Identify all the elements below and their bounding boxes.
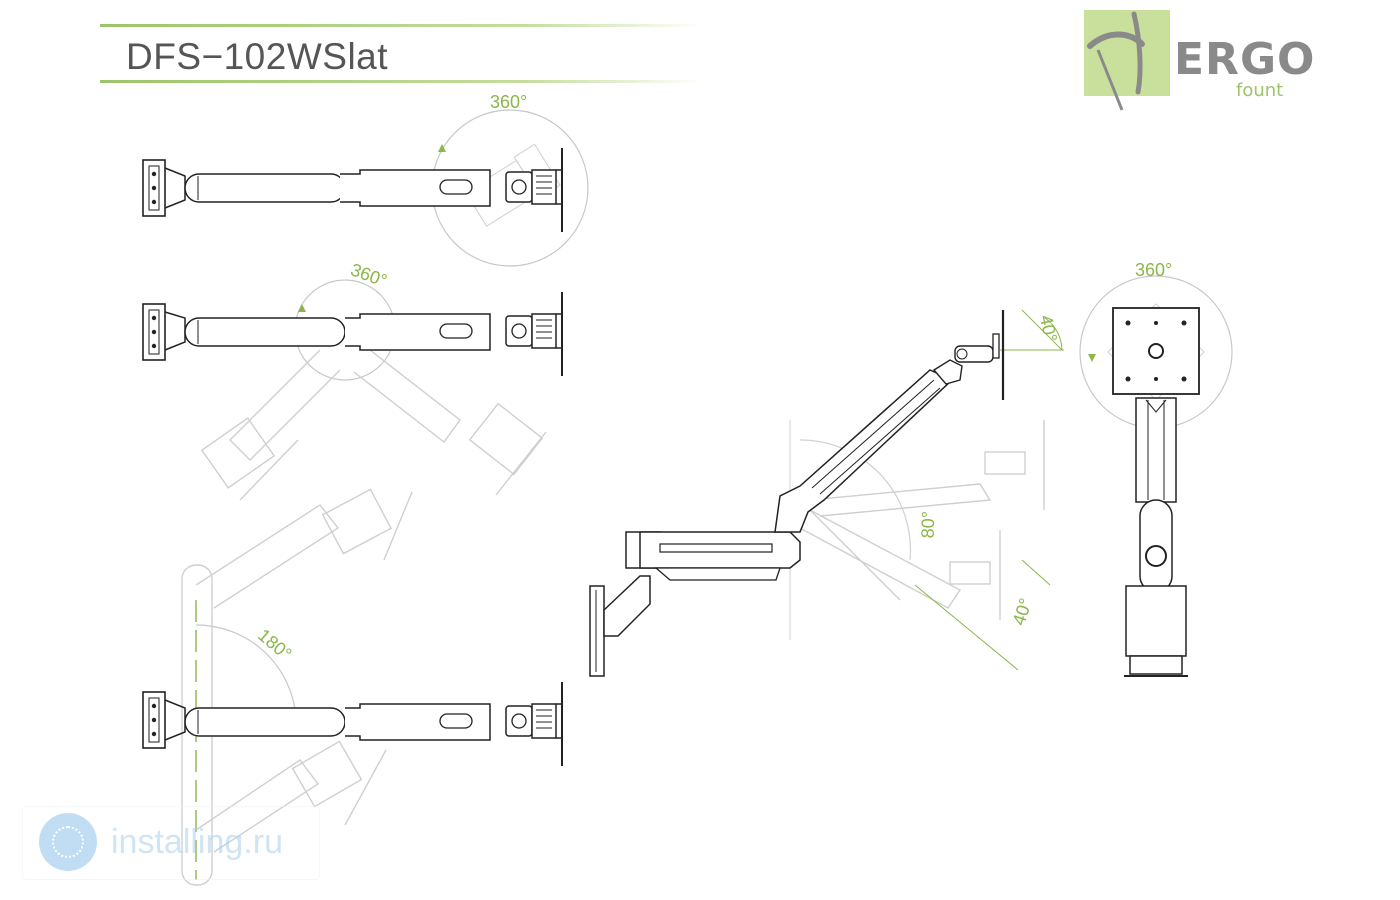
- label-40-tilt-up: 40°: [1036, 313, 1061, 344]
- label-360-screen: 360°: [1135, 260, 1172, 280]
- top-view-head-swivel: 360°: [142, 92, 589, 267]
- globe-icon: [39, 813, 97, 871]
- watermark: installing.ru: [22, 806, 320, 880]
- top-view-base-swivel: 180°: [142, 488, 563, 886]
- page-title: DFS−102WSlat: [126, 36, 389, 77]
- ergo-arm-logo-mark: [1087, 11, 1145, 111]
- label-40-tilt-down: 40°: [1009, 596, 1036, 628]
- brand-logo: ERGO fount: [1084, 10, 1314, 115]
- logo-name: ERGO: [1174, 34, 1316, 85]
- title-rule-top: [100, 24, 705, 27]
- front-view-rotation: 360°: [1079, 260, 1233, 677]
- title-rule-bottom: [100, 80, 705, 83]
- label-80-lift: 80°: [918, 511, 939, 539]
- title-block: DFS−102WSlat: [100, 22, 705, 86]
- label-180-base: 180°: [254, 625, 295, 664]
- watermark-text: installing.ru: [111, 823, 283, 861]
- side-view-arm: 40° 80° 40°: [589, 309, 1064, 677]
- top-view-elbow-swivel: 360°: [142, 259, 563, 501]
- label-360-head: 360°: [490, 92, 527, 112]
- logo-subtitle: fount: [1236, 80, 1284, 101]
